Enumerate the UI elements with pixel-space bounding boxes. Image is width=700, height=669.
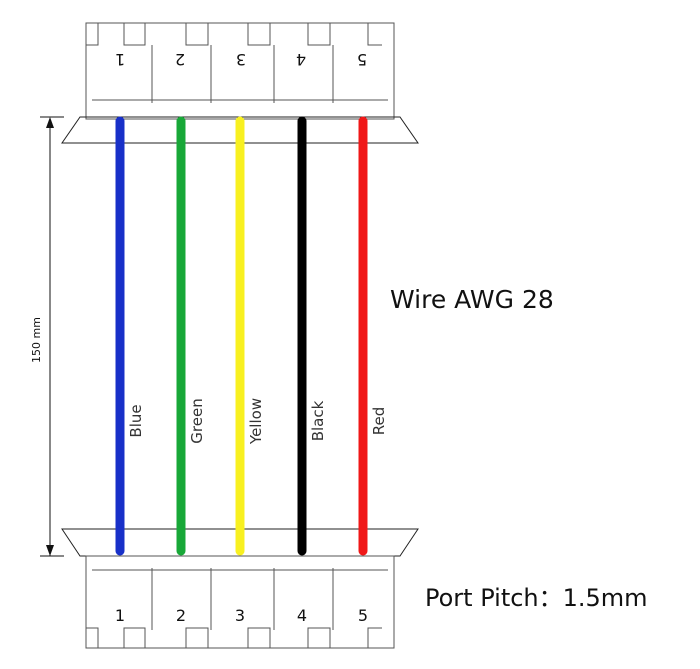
wire-label-red: Red — [370, 407, 388, 436]
top-connector-slots — [92, 45, 388, 103]
wire-label-blue: Blue — [127, 404, 145, 437]
port-pitch-label: Port Pitch：1.5mm — [425, 584, 648, 612]
bottom-pin-number-3: 3 — [235, 606, 245, 625]
length-label: 150 mm — [30, 317, 43, 363]
top-pin-number-3: 3 — [236, 50, 246, 69]
top-connector-body — [85, 22, 395, 120]
top-connector-teeth — [86, 23, 382, 46]
bottom-pin-number-1: 1 — [115, 606, 125, 625]
pin-numbers: 1 1 2 2 3 3 4 4 5 5 — [115, 50, 368, 625]
bottom-connector-teeth — [86, 627, 382, 648]
wire-label-yellow: Yellow — [247, 398, 265, 445]
bottom-connector-slots — [92, 568, 388, 630]
dimension-arrow-down — [46, 545, 54, 556]
bottom-pin-number-5: 5 — [358, 606, 368, 625]
wire-spec-label: Wire AWG 28 — [390, 285, 554, 314]
top-pin-number-1: 1 — [115, 50, 125, 69]
dimension-arrow-up — [46, 117, 54, 128]
bottom-pin-number-4: 4 — [297, 606, 307, 625]
wires: Blue Green Yellow Black Red — [115, 116, 388, 556]
top-flange — [61, 116, 419, 144]
wire-label-green: Green — [188, 398, 206, 443]
bottom-pin-number-2: 2 — [176, 606, 186, 625]
top-pin-number-5: 5 — [357, 50, 367, 69]
top-pin-number-2: 2 — [175, 50, 185, 69]
wire-label-black: Black — [309, 400, 327, 441]
length-dimension — [40, 116, 64, 557]
top-pin-number-4: 4 — [296, 50, 306, 69]
bottom-connector-body — [85, 555, 395, 649]
